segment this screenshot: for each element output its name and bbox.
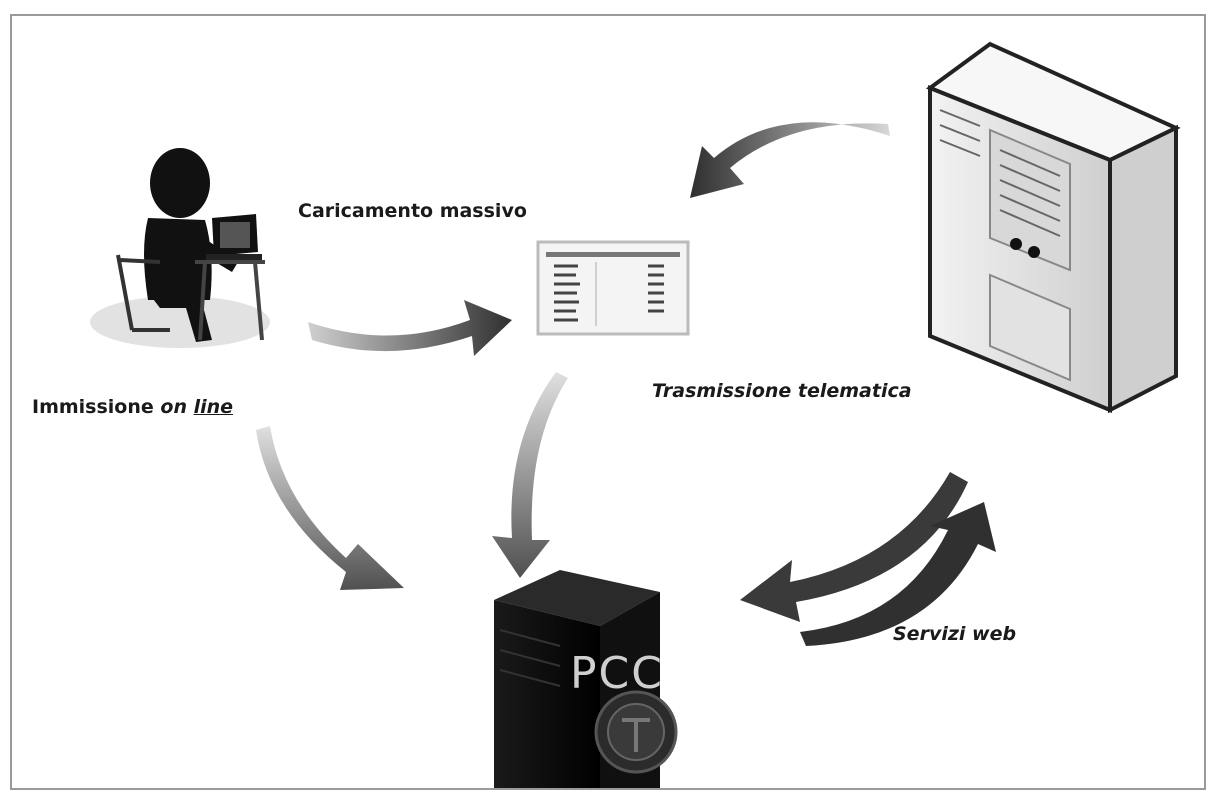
- label-trasmissione-telematica: Trasmissione telematica: [652, 380, 912, 402]
- arrow-server-to-pcc-web: [740, 472, 968, 622]
- label-servizi-web: Servizi web: [893, 623, 1017, 645]
- arrow-document-to-pcc: [492, 372, 568, 578]
- diagram-frame: [10, 14, 1206, 790]
- label-immissione-line: line: [193, 396, 234, 418]
- label-caricamento-massivo: Caricamento massivo: [298, 200, 527, 222]
- server-tower-icon: [925, 41, 1181, 414]
- arrow-user-to-pcc: [256, 426, 404, 590]
- arrow-server-to-document: [690, 122, 890, 198]
- pcc-server-icon: [494, 570, 678, 790]
- label-immissione-on: on: [160, 396, 194, 418]
- person-at-laptop-icon: [90, 148, 270, 348]
- arrow-user-to-document: [308, 300, 512, 356]
- arrow-pcc-to-server-web: [800, 502, 996, 646]
- pcc-label: PCC: [570, 648, 664, 699]
- spreadsheet-document-icon: [536, 240, 690, 336]
- label-immissione-prefix: Immissione: [32, 396, 161, 418]
- label-immissione-online: Immissione on line: [32, 396, 233, 418]
